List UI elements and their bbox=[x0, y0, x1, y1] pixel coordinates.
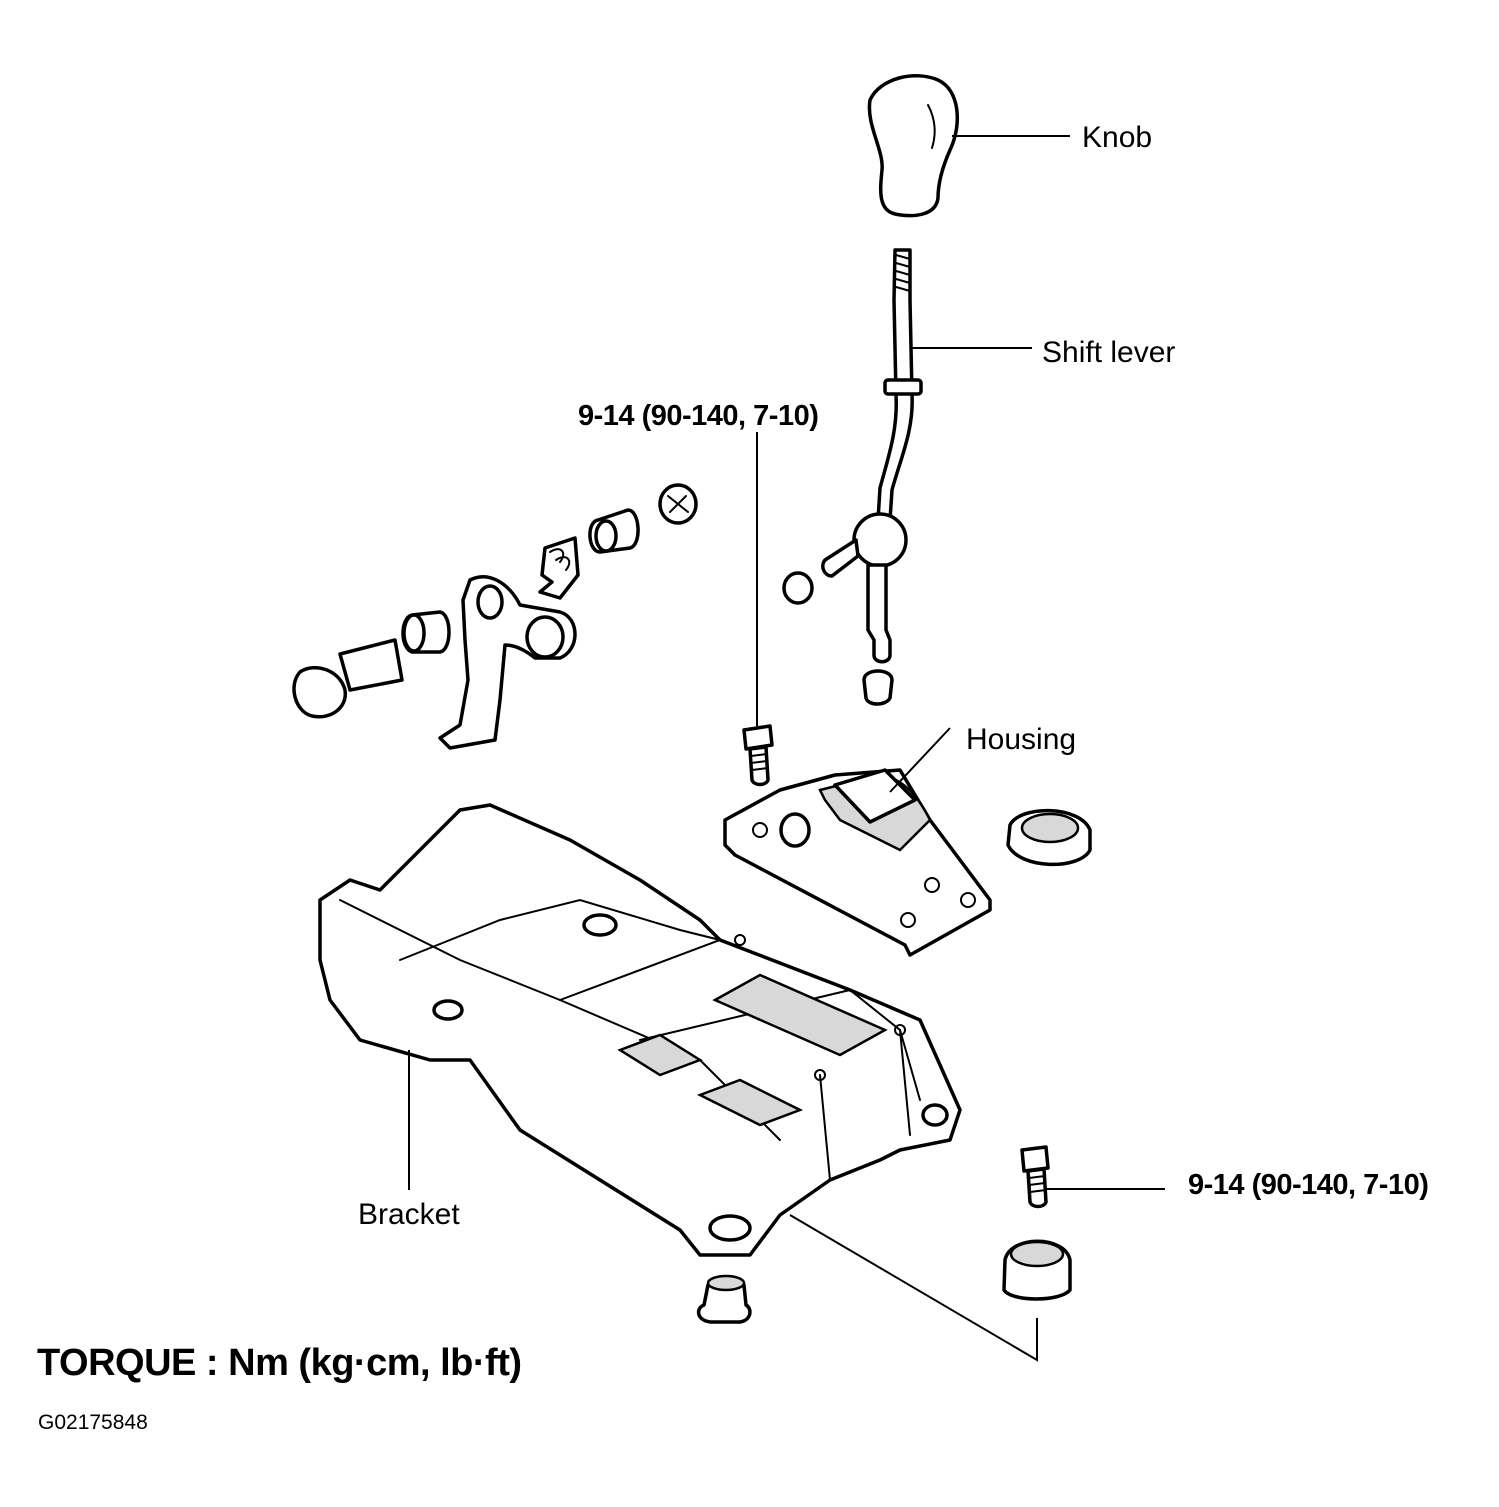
figure-id: G02175848 bbox=[38, 1411, 148, 1434]
label-bracket: Bracket bbox=[358, 1198, 460, 1231]
bracket-part bbox=[318, 803, 962, 1257]
selector-parts bbox=[292, 483, 698, 750]
label-torque-top: 9-14 (90-140, 7-10) bbox=[578, 400, 819, 432]
bottom-bushing-right bbox=[1002, 1239, 1072, 1301]
bottom-bushing-left bbox=[696, 1274, 752, 1324]
bolt-top bbox=[742, 724, 774, 787]
label-housing: Housing bbox=[966, 723, 1077, 756]
label-torque-right: 9-14 (90-140, 7-10) bbox=[1188, 1169, 1429, 1201]
housing-part bbox=[723, 768, 992, 957]
label-shift-lever: Shift lever bbox=[1042, 336, 1176, 369]
bolt-right bbox=[1020, 1145, 1050, 1209]
leader-lines bbox=[408, 135, 1165, 1362]
bushing-part bbox=[1006, 808, 1092, 867]
knob-part bbox=[867, 74, 960, 218]
shift-lever-part bbox=[782, 248, 923, 706]
label-knob: Knob bbox=[1082, 121, 1153, 154]
torque-legend: TORQUE : Nm (kg·cm, lb·ft) bbox=[37, 1342, 522, 1384]
